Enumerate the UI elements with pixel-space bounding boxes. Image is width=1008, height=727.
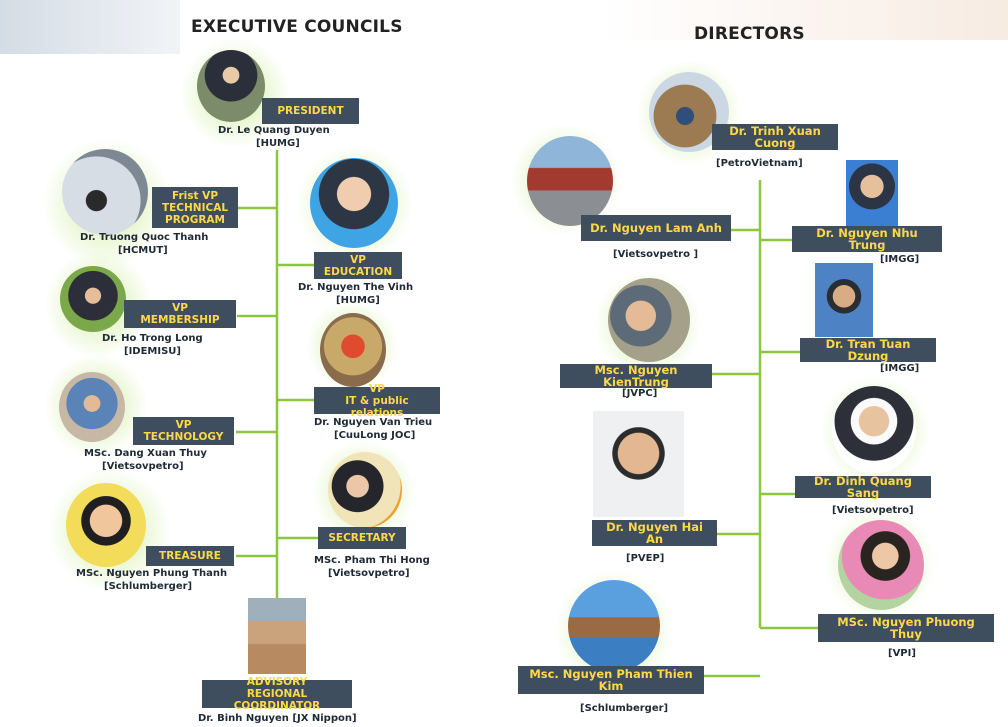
director-tuandzung-name-badge: Dr. Tran Tuan Dzung	[800, 338, 936, 362]
director-cuong-name-badge: Dr. Trinh Xuan Cuong	[712, 124, 838, 150]
director-phuongthuy-org: [VPI]	[888, 648, 916, 659]
director-haian-org: [PVEP]	[626, 553, 665, 564]
vp-it-org: [CuuLong JOC]	[334, 430, 416, 441]
treasure-role-badge: TREASURE	[146, 546, 234, 566]
director-tuandzung-photo	[815, 263, 873, 337]
vp-membership-name: Dr. Ho Trong Long	[102, 333, 203, 344]
advisory-photo	[248, 598, 306, 674]
vp-education-name: Dr. Nguyen The Vinh	[298, 282, 414, 293]
director-lamanh-org: [Vietsovpetro ]	[613, 249, 699, 260]
treasure-photo	[66, 483, 146, 567]
director-nhutrung-photo	[846, 160, 898, 226]
president-name: Dr. Le Quang Duyen	[218, 125, 330, 136]
executive-councils-heading: EXECUTIVE COUNCILS	[191, 17, 403, 37]
vp-education-photo	[310, 158, 398, 248]
director-cuong-org: [PetroVietnam]	[716, 158, 803, 169]
secretary-name: MSc. Pham Thi Hong	[314, 555, 430, 566]
secretary-photo	[328, 452, 402, 528]
director-quangsang-photo	[832, 386, 916, 474]
director-phuongthuy-name-badge: MSc. Nguyen Phuong Thuy	[818, 614, 994, 642]
vp-it-role-badge: VP IT & public relations	[314, 383, 440, 419]
director-thienkim-org: [Schlumberger]	[580, 703, 669, 714]
advisory-role-badge: ADVISORY REGIONAL COORDINATOR	[202, 676, 352, 712]
president-role-badge: PRESIDENT	[262, 98, 359, 124]
vp-technical-name: Dr. Truong Quoc Thanh	[80, 232, 209, 243]
director-haian-name-badge: Dr. Nguyen Hai An	[592, 520, 717, 546]
vp-membership-org: [IDEMISU]	[124, 346, 181, 357]
director-nhutrung-name-badge: Dr. Nguyen Nhu Trung	[792, 226, 942, 252]
advisory-name: Dr. Binh Nguyen [JX Nippon]	[198, 713, 357, 724]
vp-technology-name: MSc. Dang Xuan Thuy	[84, 448, 207, 459]
vp-technical-photo	[62, 149, 148, 235]
vp-membership-photo	[60, 266, 126, 332]
director-lamanh-photo	[527, 136, 613, 226]
vp-it-photo	[320, 313, 386, 387]
director-tuandzung-org: [IMGG]	[880, 363, 920, 374]
secretary-role-badge: SECRETARY	[318, 527, 406, 549]
director-lamanh-name-badge: Dr. Nguyen Lam Anh	[581, 215, 731, 241]
director-kientrung-photo	[608, 278, 690, 362]
vp-technology-photo	[59, 372, 125, 442]
director-nhutrung-org: [IMGG]	[880, 254, 920, 265]
background-banner-right	[600, 0, 1008, 40]
director-thienkim-name-badge: Msc. Nguyen Pham Thien Kim	[518, 666, 704, 694]
director-kientrung-org: [JVPC]	[622, 388, 658, 399]
treasure-org: [Schlumberger]	[104, 581, 193, 592]
president-photo	[197, 50, 265, 122]
vp-technology-org: [Vietsovpetro]	[102, 461, 184, 472]
vp-technical-org: [HCMUT]	[118, 245, 168, 256]
vp-technical-role-badge: Frist VP TECHNICAL PROGRAM	[152, 187, 238, 228]
director-haian-photo	[593, 411, 684, 517]
director-kientrung-name-badge: Msc. Nguyen KienTrung	[560, 364, 712, 388]
directors-heading: DIRECTORS	[694, 24, 805, 44]
treasure-name: MSc. Nguyen Phung Thanh	[76, 568, 228, 579]
secretary-org: [Vietsovpetro]	[328, 568, 410, 579]
vp-technology-role-badge: VP TECHNOLOGY	[133, 417, 234, 445]
director-thienkim-photo	[568, 580, 660, 672]
background-banner-left	[0, 0, 180, 54]
director-phuongthuy-photo	[838, 520, 924, 610]
director-quangsang-name-badge: Dr. Dinh Quang Sang	[795, 475, 931, 499]
vp-membership-role-badge: VP MEMBERSHIP	[124, 300, 236, 328]
president-org: [HUMG]	[256, 138, 300, 149]
vp-it-name: Dr. Nguyen Van Trieu	[314, 417, 433, 428]
vp-education-role-badge: VP EDUCATION	[314, 252, 402, 279]
